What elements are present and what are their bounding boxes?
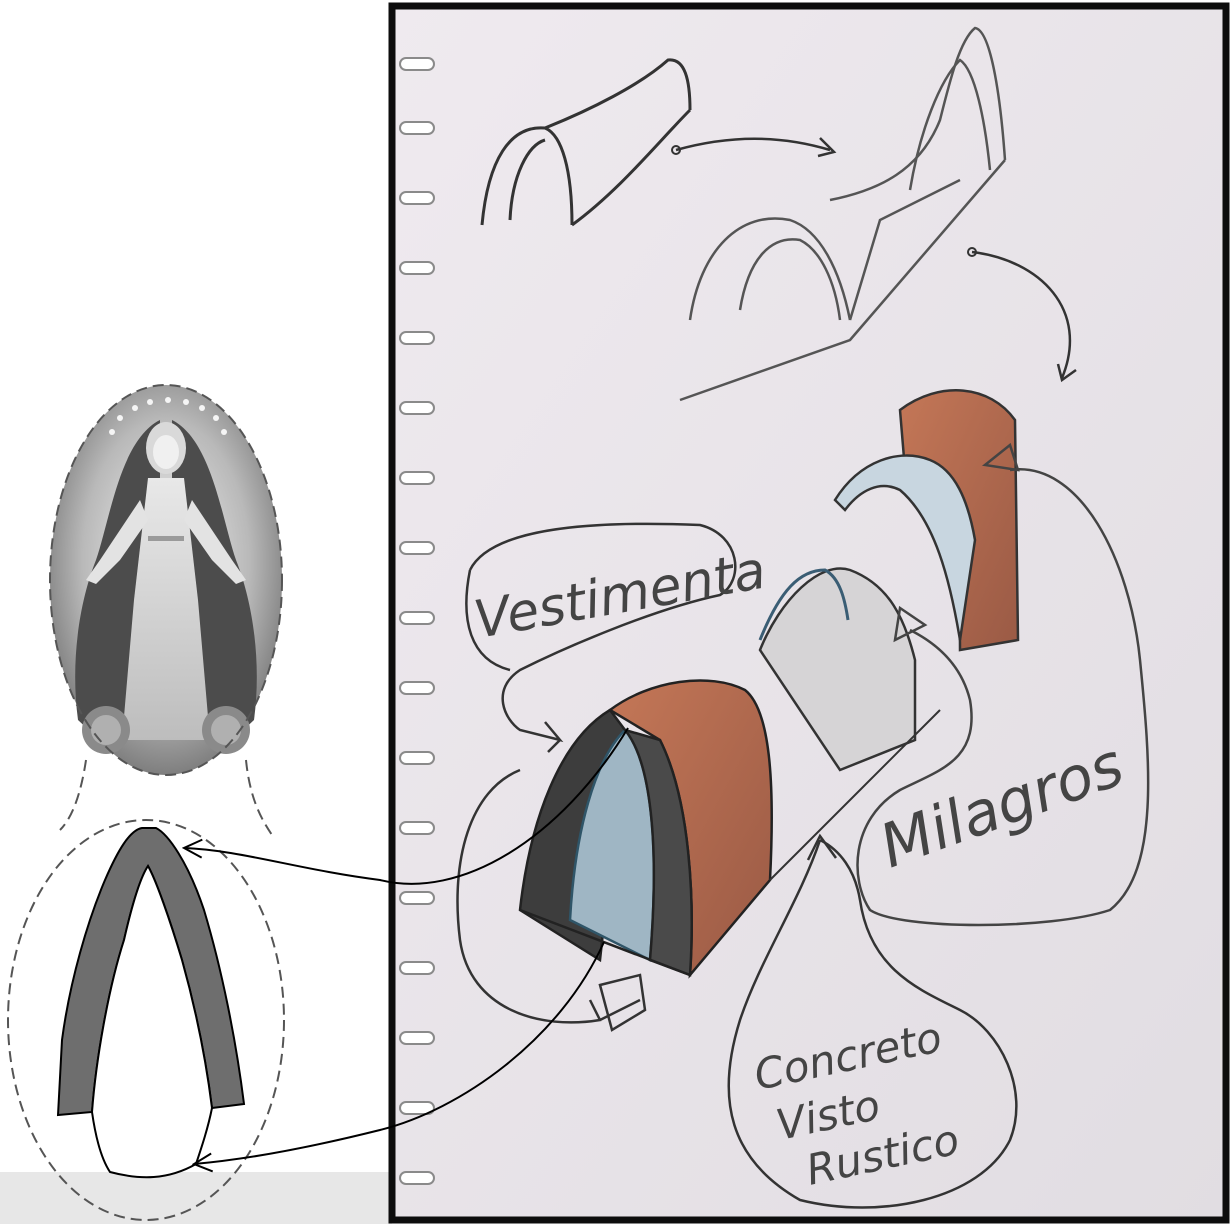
dashed-connector-right (246, 760, 272, 835)
sketchbook-page: Vestimenta Milagros Concreto Visto Rusti… (392, 6, 1226, 1220)
arch-abstraction (8, 820, 284, 1220)
dashed-connector-left (60, 760, 86, 830)
virgin-medallion (50, 385, 282, 775)
